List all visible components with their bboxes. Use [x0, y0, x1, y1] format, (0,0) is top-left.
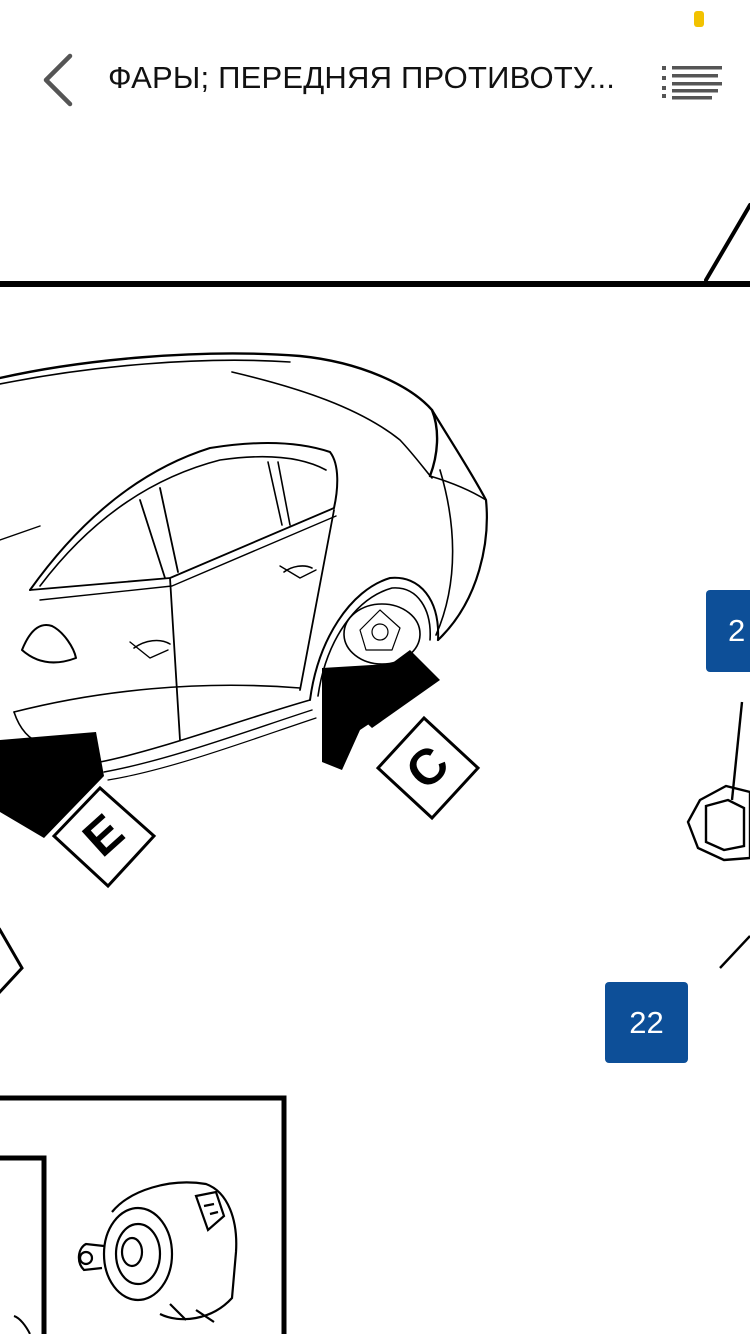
list-menu-icon	[662, 66, 722, 100]
callout-badge[interactable]: 22	[605, 982, 688, 1063]
callout-badge[interactable]: 2	[706, 590, 750, 672]
parts-diagram: C E	[0, 132, 750, 1334]
app-header: ФАРЫ; ПЕРЕДНЯЯ ПРОТИВОТУ...	[0, 28, 750, 132]
chevron-left-icon	[43, 53, 73, 107]
view-label-c: C	[375, 715, 481, 821]
car-line-drawing: C E	[0, 203, 750, 1334]
back-button[interactable]	[30, 50, 90, 110]
menu-button[interactable]	[660, 58, 724, 102]
view-label-e: E	[51, 785, 157, 889]
status-indicator	[694, 11, 704, 27]
page-title: ФАРЫ; ПЕРЕДНЯЯ ПРОТИВОТУ...	[108, 60, 616, 95]
